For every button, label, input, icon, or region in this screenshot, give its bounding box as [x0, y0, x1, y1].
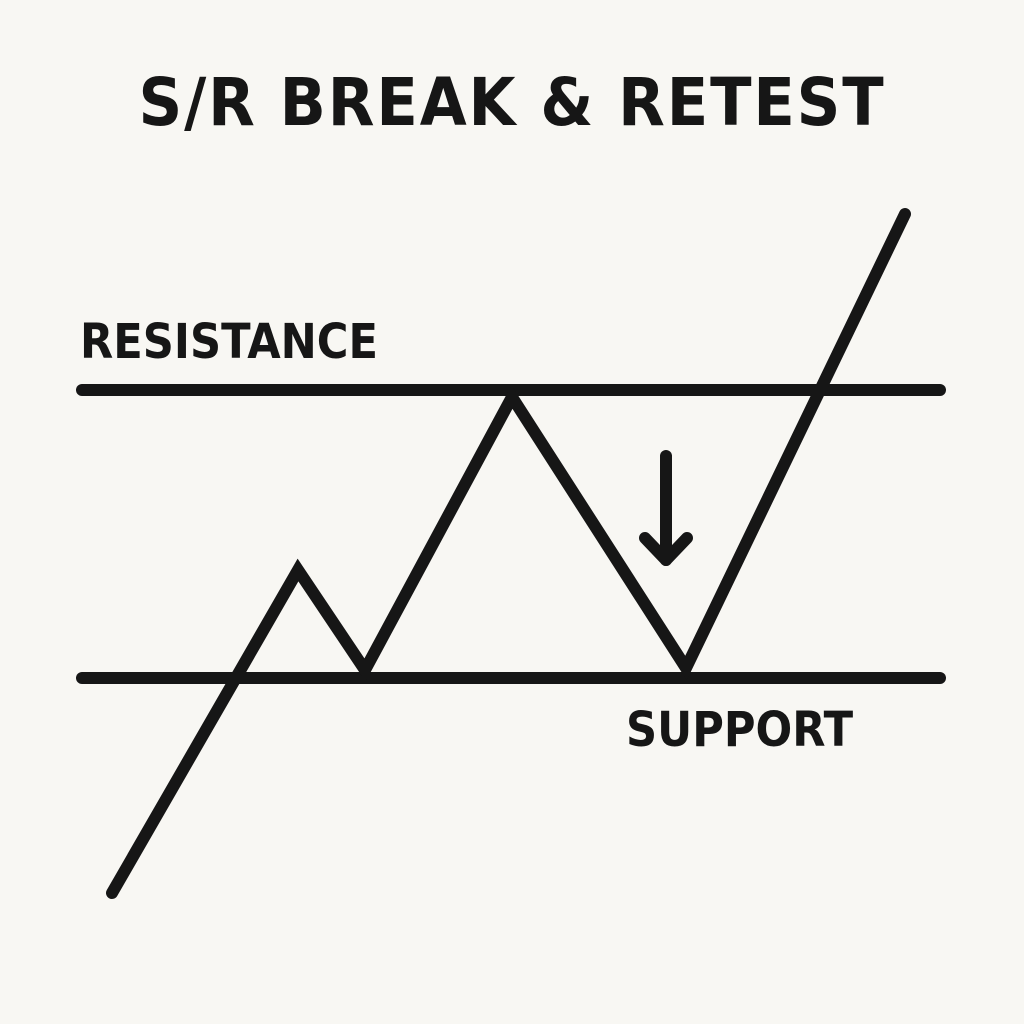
arrow-down-icon: [639, 450, 693, 566]
price-path-line: [106, 208, 911, 899]
resistance-label: RESISTANCE: [80, 314, 378, 370]
diagram-title: S/R BREAK & RETEST: [138, 64, 886, 141]
support-label: SUPPORT: [626, 702, 854, 758]
